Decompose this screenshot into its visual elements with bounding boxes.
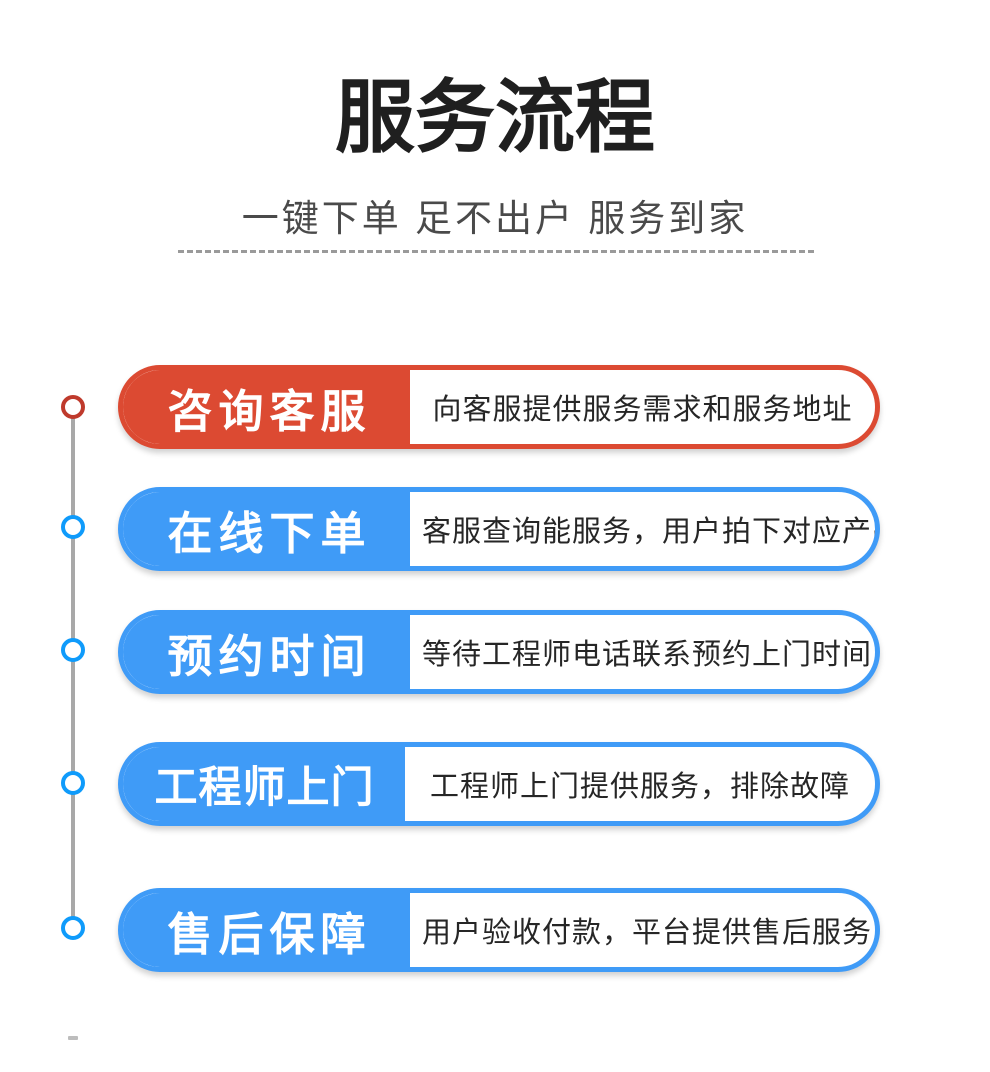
step-row-aftersale: 售后保障 用户验收付款，平台提供售后服务 xyxy=(118,888,880,972)
timeline-dot xyxy=(61,916,85,940)
step-label-badge: 售后保障 xyxy=(123,893,410,967)
timeline-line xyxy=(71,407,75,928)
step-description: 用户验收付款，平台提供售后服务 xyxy=(422,917,873,949)
timeline-dot xyxy=(61,771,85,795)
timeline-dot xyxy=(61,515,85,539)
step-row-order: 在线下单 客服查询能服务，用户拍下对应产品 xyxy=(118,487,880,571)
step-row-visit: 工程师上门 工程师上门提供服务，排除故障 xyxy=(118,742,880,826)
step-row-schedule: 预约时间 等待工程师电话联系预约上门时间 xyxy=(118,610,880,694)
dashed-divider xyxy=(178,250,814,253)
step-description: 工程师上门提供服务，排除故障 xyxy=(429,771,850,803)
step-label-badge: 预约时间 xyxy=(123,615,410,689)
step-description: 向客服提供服务需求和服务地址 xyxy=(432,394,853,426)
timeline-dot xyxy=(61,638,85,662)
step-description: 等待工程师电话联系预约上门时间 xyxy=(422,639,873,671)
step-label-badge: 咨询客服 xyxy=(123,370,410,444)
step-label-badge: 在线下单 xyxy=(123,492,410,566)
step-row-consult: 咨询客服 向客服提供服务需求和服务地址 xyxy=(118,365,880,449)
page-title: 服务流程 xyxy=(335,73,655,162)
timeline-dot xyxy=(61,395,85,419)
step-label-badge: 工程师上门 xyxy=(123,747,405,821)
step-description: 客服查询能服务，用户拍下对应产品 xyxy=(422,516,880,548)
bottom-mark xyxy=(68,1036,78,1040)
page-subtitle: 一键下单 足不出户 服务到家 xyxy=(241,198,749,239)
